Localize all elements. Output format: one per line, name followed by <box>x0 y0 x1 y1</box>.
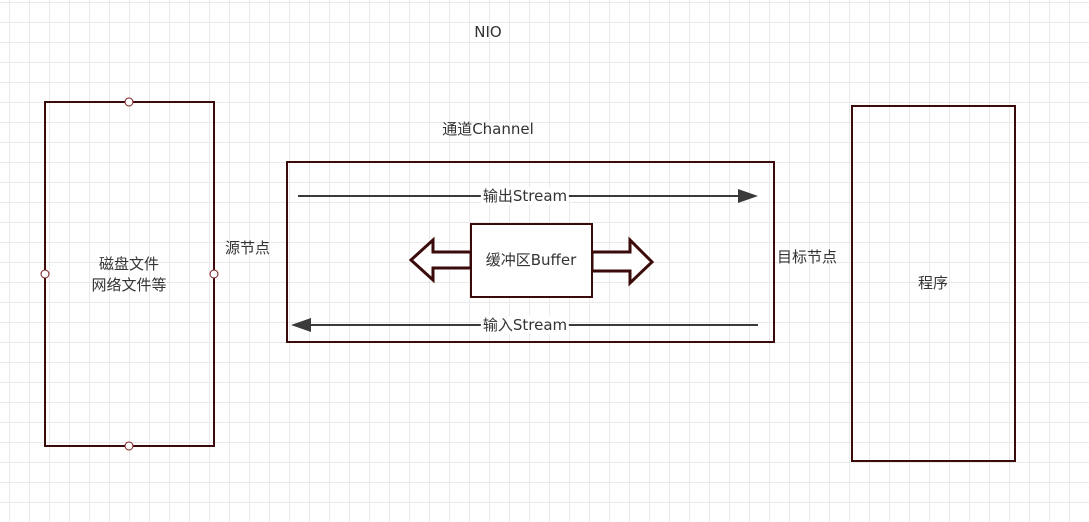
program-box[interactable] <box>851 105 1016 462</box>
resize-handle-bottom[interactable] <box>124 441 134 451</box>
source-box-label-line2: 网络文件等 <box>91 276 167 294</box>
source-node-label: 源节点 <box>225 239 271 257</box>
resize-handle-right[interactable] <box>209 269 219 279</box>
buffer-box[interactable] <box>470 223 593 298</box>
left-block-arrow-icon <box>408 236 473 284</box>
right-block-arrow-icon <box>590 236 655 287</box>
source-box-label-line1: 磁盘文件 <box>98 255 160 273</box>
program-box-label: 程序 <box>917 274 949 292</box>
resize-handle-left[interactable] <box>40 269 50 279</box>
buffer-label: 缓冲区Buffer <box>485 251 577 269</box>
resize-handle-top[interactable] <box>124 97 134 107</box>
target-node-label: 目标节点 <box>777 248 838 266</box>
channel-label: 通道Channel <box>442 120 534 138</box>
output-stream-label: 输出Stream <box>480 187 570 205</box>
diagram-title: NIO <box>474 23 502 41</box>
input-stream-label: 输入Stream <box>480 316 570 334</box>
channel-box[interactable] <box>286 161 775 343</box>
